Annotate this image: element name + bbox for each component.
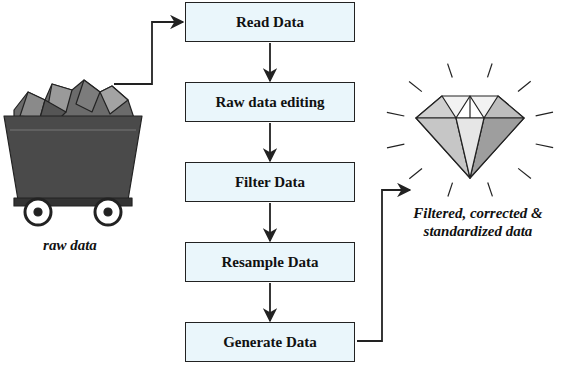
box-label: Raw data editing — [215, 94, 324, 111]
input-arrow — [114, 22, 183, 84]
flow-arrow — [269, 123, 271, 161]
flow-arrow — [269, 283, 271, 321]
flow-arrow — [269, 43, 271, 81]
caption-label: raw data — [8, 236, 132, 254]
box-label: Read Data — [236, 14, 304, 31]
box-label: Generate Data — [223, 334, 317, 351]
box-label: Resample Data — [221, 254, 318, 271]
box-label: Filter Data — [235, 174, 305, 191]
caption-label: Filtered, corrected & standardized data — [392, 204, 564, 240]
process-box: Generate Data — [185, 322, 355, 362]
mine-cart — [4, 80, 142, 225]
sparkle-rays — [387, 64, 553, 197]
flow-arrow — [269, 203, 271, 241]
process-box: Raw data editing — [185, 82, 355, 122]
diamond-icon — [416, 96, 524, 178]
process-box: Filter Data — [185, 162, 355, 202]
process-box: Read Data — [185, 2, 355, 42]
process-box: Resample Data — [185, 242, 355, 282]
output-arrow — [357, 190, 410, 341]
